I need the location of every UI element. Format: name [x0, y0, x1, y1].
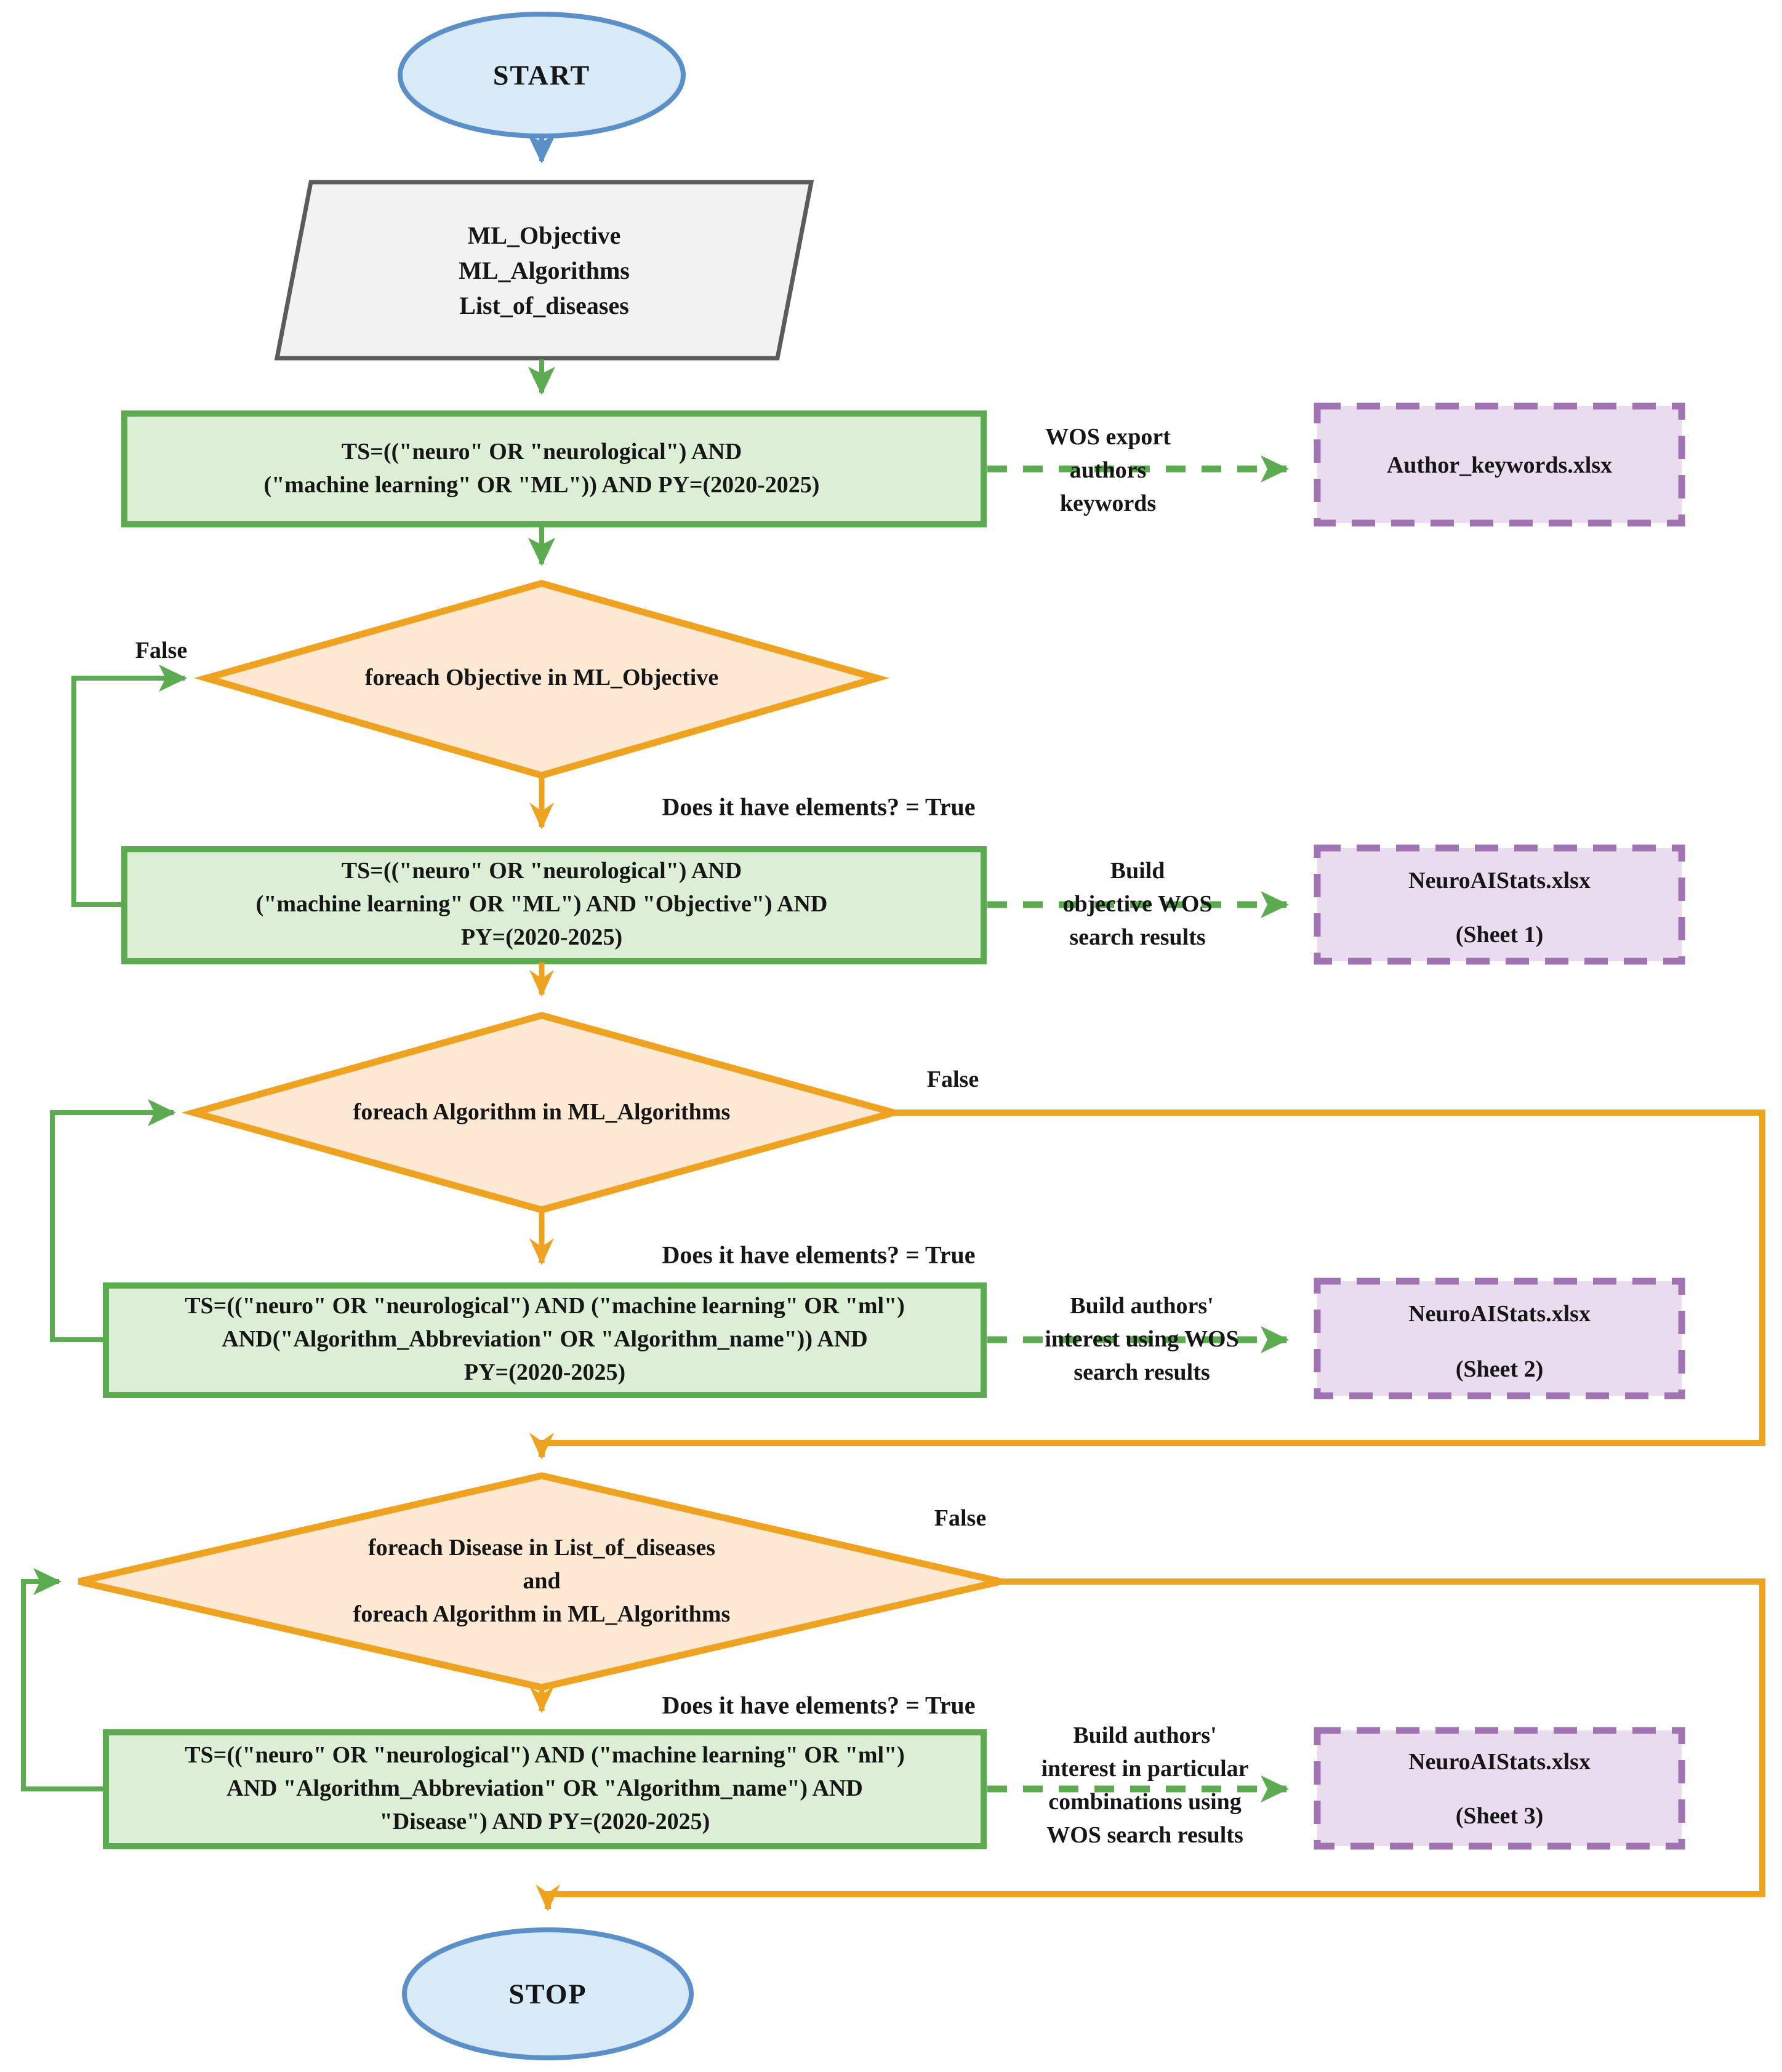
- export-label-2: Build objective WOS search results: [1062, 858, 1213, 950]
- decision-text-1: foreach Objective in ML_Objective: [364, 665, 719, 691]
- file-box-4: [1314, 1727, 1685, 1850]
- stop-node: [402, 1927, 694, 2060]
- decision-diamond-1: [194, 580, 889, 779]
- file-title-1: Author_keywords.xlsx: [1386, 452, 1613, 479]
- false-label-3: False: [934, 1505, 987, 1532]
- loop-query3-to-decision2: [50, 1099, 176, 1342]
- query-text-4: TS=(("neuro" OR "neurological") AND ("ma…: [185, 1742, 905, 1834]
- query-text-2: TS=(("neuro" OR "neurological") AND ("ma…: [255, 858, 828, 950]
- start-label: START: [492, 59, 591, 91]
- query-box-3: [103, 1282, 987, 1398]
- file-box-2: [1314, 844, 1685, 965]
- file-box-1: [1314, 402, 1685, 527]
- file-title-3: NeuroAIStats.xlsx: [1408, 1301, 1591, 1327]
- route-decision2-false-to-decision3: [529, 1110, 1765, 1460]
- export-label-1: WOS export authors keywords: [1045, 424, 1171, 516]
- route-decision3-false-to-stop: [536, 1578, 1765, 1911]
- loop-query2-to-decision1: [71, 665, 187, 907]
- file-title-4: NeuroAIStats.xlsx: [1408, 1749, 1591, 1775]
- stop-label: STOP: [508, 1978, 587, 2010]
- decision-text-3: foreach Disease in List_of_diseases and …: [353, 1535, 731, 1627]
- export-label-3: Build authors' interest using WOS search…: [1045, 1293, 1239, 1385]
- true-label-2: Does it have elements? = True: [662, 1241, 976, 1269]
- true-label-1: Does it have elements? = True: [662, 793, 976, 821]
- loop-query4-to-decision3: [21, 1568, 107, 1791]
- file-box-3: [1314, 1278, 1685, 1399]
- file-subtitle-3: (Sheet 2): [1455, 1356, 1544, 1383]
- query-text-3: TS=(("neuro" OR "neurological") AND ("ma…: [185, 1293, 905, 1385]
- file-subtitle-4: (Sheet 3): [1455, 1803, 1544, 1830]
- input-text: ML_Objective ML_Algorithms List_of_disea…: [459, 221, 630, 319]
- input-parallelogram: [274, 180, 814, 361]
- export-label-4: Build authors' interest in particular co…: [1041, 1722, 1249, 1848]
- decision-text-2: foreach Algorithm in ML_Algorithms: [353, 1099, 731, 1126]
- query-box-4: [103, 1729, 987, 1849]
- true-label-3: Does it have elements? = True: [662, 1691, 976, 1719]
- file-subtitle-2: (Sheet 1): [1455, 922, 1544, 948]
- query-box-1: [121, 410, 987, 527]
- false-label-2: False: [926, 1066, 979, 1093]
- file-title-2: NeuroAIStats.xlsx: [1408, 868, 1591, 894]
- query-text-1: TS=(("neuro" OR "neurological") AND ("ma…: [263, 439, 820, 498]
- false-label-1: False: [135, 638, 188, 664]
